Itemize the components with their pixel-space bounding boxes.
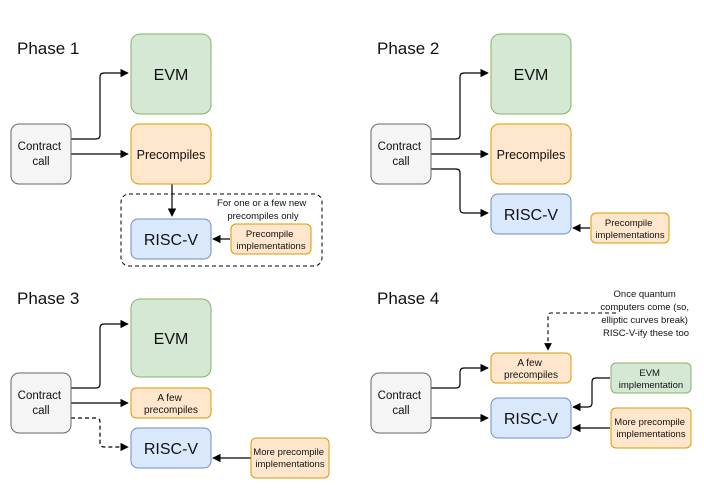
phase-4-precompiles-label: A few precompiles (504, 358, 558, 381)
phase-2-riscv-node (490, 193, 572, 235)
phase-3-edge-call-riscv (71, 417, 129, 452)
phase-1-contract-call-label: Contract call (18, 141, 65, 168)
phase-2-contract-call-label: Contract call (378, 141, 425, 168)
phase-4-contract-call-label: Contract call (378, 390, 425, 417)
phase-4-title: Phase 4 (377, 289, 439, 308)
phase-4-impl-node (610, 407, 692, 449)
phase-3-impl-label: More precompile implementations (253, 447, 326, 470)
phase-2-impl-label: Precompile implementations (595, 218, 664, 241)
phase-2-edge-call-evm (431, 68, 489, 140)
phase-1-note: For one or a few new precompiles only (217, 198, 309, 222)
phase-3-title: Phase 3 (17, 289, 79, 308)
phase-3-evm-label: EVM (154, 331, 189, 348)
phase-3-contract-call-node (10, 372, 72, 434)
phase-3-riscv-node (130, 427, 212, 469)
phase-4-edge-note-precompiles (544, 312, 616, 351)
phase-1-title: Phase 1 (17, 39, 79, 58)
phase-1-impl-node (230, 223, 312, 255)
phase-2-evm-label: EVM (514, 67, 549, 84)
phase-2-precompiles-node (490, 123, 572, 185)
phase-2: Phase 2 Contract call EVM Precompiles RI… (370, 33, 670, 244)
phase-3-precompiles-node (130, 387, 212, 419)
phase-2-evm-node (490, 33, 572, 115)
phase-1-precompiles-node (130, 123, 212, 185)
phase-2-title: Phase 2 (377, 39, 439, 58)
phase-2-contract-call-node (370, 123, 432, 185)
phase-4-riscv-node (490, 397, 572, 439)
phase-2-edge-call-riscv (431, 168, 489, 218)
phase-3: Phase 3 Contract call EVM A few precompi… (10, 289, 330, 479)
phase-4-evm-impl-node (610, 362, 692, 394)
phase-4-evm-impl-label: EVM implementation (619, 368, 683, 391)
phase-3-edge-call-evm (71, 319, 129, 389)
phase-4-contract-call-node (370, 372, 432, 434)
phase-4-edge-evm-impl-riscv (572, 377, 610, 412)
phase-3-precompiles-label: A few precompiles (144, 393, 198, 416)
phase-4-riscv-label: RISC-V (504, 411, 559, 428)
phase-4-note: Once quantum computers come (so, ellipti… (600, 289, 691, 339)
phase-2-precompiles-label: Precompiles (497, 148, 566, 162)
phase-3-contract-call-label: Contract call (18, 390, 65, 417)
phase-4: Phase 4 Contract call A few precompiles … (370, 289, 692, 449)
phase-4-impl-label: More precompile implementations (614, 417, 687, 440)
phase-1-riscv-node (130, 218, 212, 260)
phase-3-riscv-label: RISC-V (144, 441, 199, 458)
phase-1: Phase 1 Contract call EVM Precompiles RI… (10, 33, 323, 267)
phase-3-impl-node (250, 437, 330, 479)
phase-4-precompiles-node (490, 352, 572, 384)
phase-1-riscv-label: RISC-V (144, 232, 199, 249)
phase-1-impl-label: Precompile implementations (236, 229, 305, 252)
phase-1-dashed-group (120, 193, 323, 267)
phase-1-evm-node (130, 33, 212, 115)
phase-2-riscv-label: RISC-V (504, 207, 559, 224)
phase-4-edge-call-precompiles (431, 363, 489, 389)
phase-1-precompiles-label: Precompiles (137, 148, 206, 162)
phase-3-evm-node (130, 298, 212, 378)
phase-1-evm-label: EVM (154, 67, 189, 84)
phase-2-impl-node (590, 212, 670, 244)
phase-1-edge-call-evm (71, 68, 129, 140)
phase-1-contract-call-node (10, 123, 72, 185)
